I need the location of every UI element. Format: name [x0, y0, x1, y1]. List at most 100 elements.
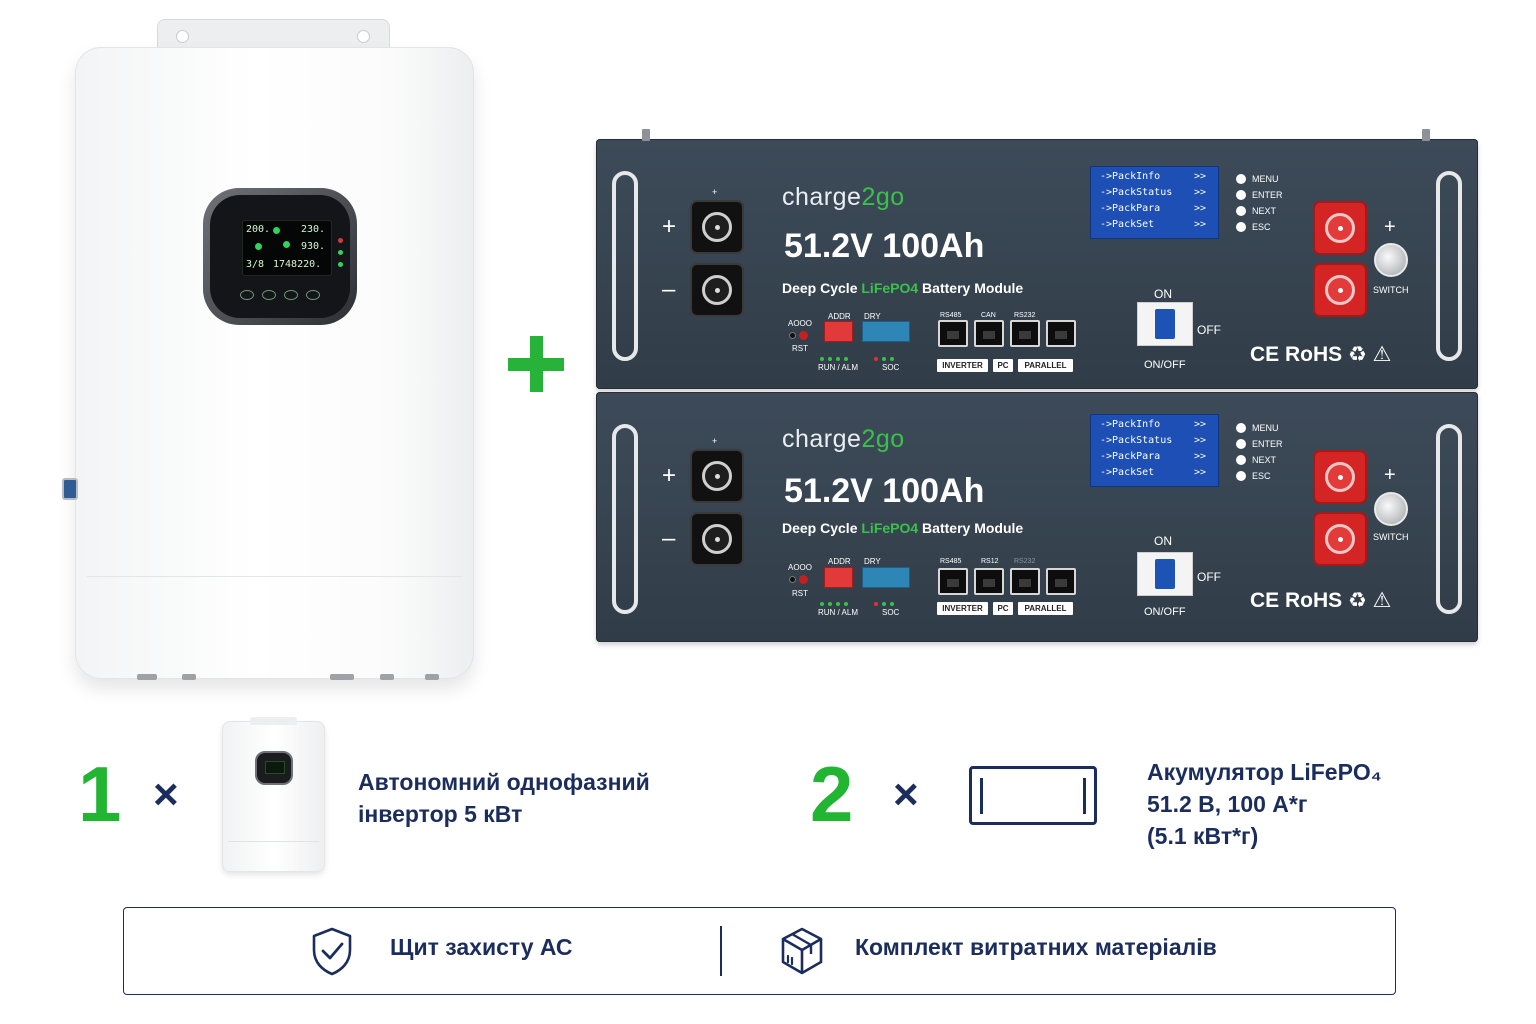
inverter-foot — [330, 674, 354, 680]
soc-label: SOC — [882, 363, 900, 372]
battery-outline-icon — [969, 766, 1097, 825]
esc-button-label: ESC — [1252, 471, 1271, 481]
terminal-minus-label: – — [662, 276, 676, 303]
inverter-quantity: 1 — [78, 750, 122, 838]
next-button-label: NEXT — [1252, 455, 1277, 465]
status-led-green — [338, 250, 343, 255]
inverter-thumbnail — [222, 717, 325, 872]
esc-button-label: ESC — [1252, 222, 1271, 232]
next-button-label: NEXT — [1252, 206, 1277, 216]
menu-button-label: MENU — [1252, 174, 1279, 184]
plus-icon — [508, 336, 564, 392]
lcd-flow-icon — [283, 241, 290, 248]
battery-handle — [1436, 424, 1462, 614]
bms-menu-row: ->PackPara — [1100, 203, 1161, 214]
alarm-led — [874, 602, 878, 606]
mount-hole — [176, 30, 189, 43]
positive-terminal-red — [1313, 201, 1367, 255]
rst-label: RST — [792, 589, 808, 598]
battery-handle — [612, 171, 638, 361]
port-tag-inverter: INVERTER — [937, 359, 988, 372]
run-alm-label: RUN / ALM — [818, 363, 859, 372]
inverter-foot — [137, 674, 157, 680]
battery-bolt — [1422, 129, 1430, 141]
positive-terminal-red — [1313, 450, 1367, 504]
battery-description: Deep Cycle LiFePO4 Battery Module — [782, 520, 1024, 536]
reset-button — [799, 331, 808, 340]
menu-button — [1236, 423, 1246, 433]
battery-capacity: 51.2V 100Ah — [784, 472, 985, 510]
negative-terminal-black — [690, 449, 744, 503]
bms-menu-arrow: >> — [1193, 435, 1206, 446]
positive-terminal-red — [1313, 263, 1367, 317]
inverter-foot — [425, 674, 439, 680]
dry-contact-block — [862, 321, 910, 342]
status-led — [789, 576, 796, 583]
esc-button — [1236, 222, 1246, 232]
inverter-side-port — [62, 478, 78, 500]
bms-display: ->PackInfo >> ->PackStatus >> ->PackPara… — [1090, 166, 1219, 239]
negative-terminal-black — [690, 200, 744, 254]
reset-button — [799, 575, 808, 584]
bms-menu-row: ->PackStatus — [1100, 435, 1173, 446]
lcd-flow-icon — [255, 243, 262, 250]
run-led — [828, 602, 832, 606]
battery-quantity: 2 — [810, 750, 854, 838]
switch-plus-label: + — [1384, 464, 1396, 486]
inverter-description: Автономний однофазний інвертор 5 кВт — [358, 769, 650, 827]
circuit-breaker — [1137, 552, 1193, 596]
multiply-icon: × — [893, 770, 919, 819]
lcd-value: 230. — [301, 224, 326, 235]
status-led-red — [338, 238, 343, 243]
bms-menu-arrow: >> — [1193, 451, 1206, 462]
inverter-button — [240, 290, 254, 300]
breaker-off-label: OFF — [1197, 323, 1221, 337]
inverter-foot — [380, 674, 394, 680]
terminal-plus-mark: + — [712, 187, 718, 197]
switch-label: SWITCH — [1373, 285, 1409, 295]
port-label: CAN — [981, 312, 996, 319]
soc-led — [890, 602, 894, 606]
lcd-value: 930. — [301, 241, 326, 252]
bms-menu-arrow: >> — [1193, 171, 1206, 182]
address-dip-switch — [824, 321, 853, 342]
port-tag-pc: PC — [993, 359, 1013, 372]
battery-bolt — [642, 129, 650, 141]
bms-menu-arrow: >> — [1193, 203, 1206, 214]
next-button — [1236, 455, 1246, 465]
mount-hole — [357, 30, 370, 43]
shield-check-icon — [312, 927, 352, 976]
battery-module-top: + + – charge2go 51.2V 100Ah Deep Cycle L… — [596, 129, 1478, 389]
alarm-led — [874, 357, 878, 361]
breaker-off-label: OFF — [1197, 570, 1221, 584]
package-icon — [781, 927, 823, 975]
aoo-label: AOOO — [788, 319, 813, 328]
inverter-foot — [182, 674, 196, 680]
bms-menu-row: ->PackInfo — [1100, 171, 1161, 182]
port-label: RS485 — [940, 312, 962, 319]
addr-label: ADDR — [828, 557, 851, 566]
run-led — [820, 602, 824, 606]
next-button — [1236, 206, 1246, 216]
feature-ac-protection: Щит захисту АС — [390, 934, 573, 960]
inverter-button — [262, 290, 276, 300]
enter-button-label: ENTER — [1252, 439, 1283, 449]
run-led — [828, 357, 832, 361]
breaker-on-label: ON — [1154, 287, 1172, 301]
switch-label: SWITCH — [1373, 532, 1409, 542]
circuit-breaker — [1137, 302, 1193, 346]
battery-handle — [612, 424, 638, 614]
bms-menu-row: ->PackInfo — [1100, 419, 1161, 430]
battery-description: Deep Cycle LiFePO4 Battery Module — [782, 280, 1024, 296]
addr-label: ADDR — [828, 312, 851, 321]
enter-button — [1236, 439, 1246, 449]
rj45-port — [1046, 568, 1076, 595]
bms-menu-row: ->PackStatus — [1100, 187, 1173, 198]
run-alm-label: RUN / ALM — [818, 608, 859, 617]
port-label: RS12 — [981, 558, 999, 565]
rj45-port — [1010, 568, 1040, 595]
enter-button — [1236, 190, 1246, 200]
run-led — [844, 357, 848, 361]
port-tag-pc: PC — [993, 602, 1013, 615]
